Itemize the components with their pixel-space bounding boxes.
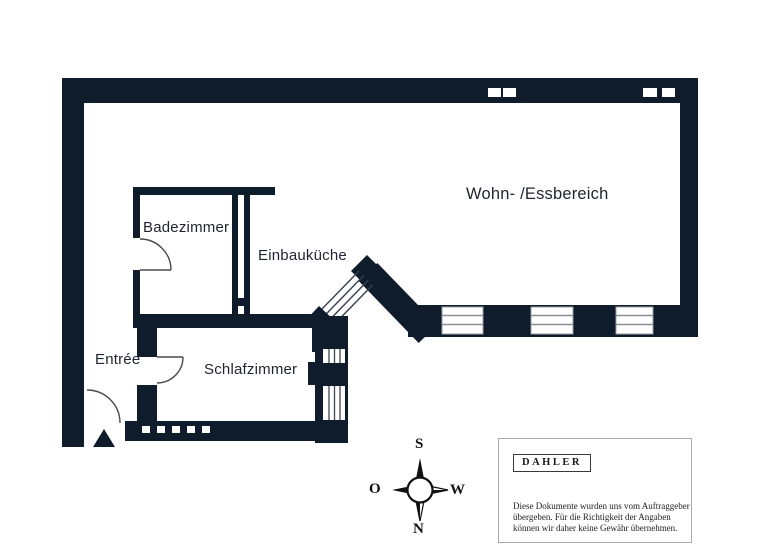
bedroom-east-wall xyxy=(308,337,348,443)
compass-label-left: O xyxy=(369,481,381,497)
mid-wall xyxy=(133,314,317,328)
bedroom-west-wall xyxy=(137,328,157,421)
bathroom-west-wall-upper xyxy=(133,195,140,238)
living-south-wall xyxy=(408,305,698,337)
compass-rose-icon xyxy=(392,458,449,522)
entrance-door-swing xyxy=(86,389,121,424)
diagonal-wall-cap xyxy=(351,255,381,285)
compass-label-top: S xyxy=(415,436,424,452)
divider-line-right xyxy=(244,195,250,315)
bedroom-west-wall-lower xyxy=(137,385,157,421)
bedroom-window-2 xyxy=(323,386,345,420)
north-wall xyxy=(62,78,698,103)
wall-niche xyxy=(643,88,657,97)
divider-crossbar xyxy=(232,298,250,306)
bedroom-west-wall-upper xyxy=(137,328,157,357)
doors xyxy=(86,238,184,424)
outer-walls xyxy=(62,78,698,447)
room-label-wohn-essbereich: Wohn- /Essbereich xyxy=(466,185,609,203)
divider-line-left xyxy=(232,195,238,315)
compass-label-bottom: N xyxy=(413,521,424,537)
disclaimer-line: Diese Dokumente wurden uns vom Auftragge… xyxy=(513,501,690,511)
legend-box: DAHLER Diese Dokumente wurden uns vom Au… xyxy=(498,438,692,543)
bathroom-walls xyxy=(133,187,275,316)
dash-mark xyxy=(202,426,210,433)
kitchen-divider xyxy=(232,195,250,315)
room-label-entree: Entrée xyxy=(95,351,141,368)
north-wall-niches xyxy=(488,88,675,97)
bathroom-north-wall xyxy=(133,187,275,195)
window-1 xyxy=(441,306,484,335)
room-label-schlafzimmer: Schlafzimmer xyxy=(204,361,298,378)
west-wall xyxy=(62,78,84,447)
window-2 xyxy=(530,306,574,335)
diagonal-wall xyxy=(351,255,438,344)
south-wall xyxy=(125,421,318,441)
dash-mark xyxy=(187,426,195,433)
dash-mark xyxy=(142,426,150,433)
glazing-line xyxy=(328,279,369,321)
window-3 xyxy=(615,306,654,335)
diagonal-wall-band xyxy=(358,262,438,344)
glazing-line xyxy=(324,275,365,317)
disclaimer-line: übergeben. Für die Richtigkeit der Angab… xyxy=(513,511,671,522)
window-glass xyxy=(615,306,654,335)
glazing-line xyxy=(319,270,360,312)
south-wall-band xyxy=(125,421,318,441)
room-label-einbaukueche: Einbauküche xyxy=(258,247,347,264)
window-glass xyxy=(530,306,574,335)
room-label-badezimmer: Badezimmer xyxy=(143,219,230,236)
bathroom-west-wall-lower xyxy=(133,270,140,316)
disclaimer-text: Diese Dokumente wurden uns vom Auftragge… xyxy=(513,501,690,533)
east-wall xyxy=(680,78,698,337)
disclaimer-line: können wir daher keine Gewähr übernehmen… xyxy=(513,522,678,533)
wall-niche xyxy=(662,88,675,97)
bedroom-door-swing xyxy=(156,356,184,384)
bedroom-east-pier xyxy=(308,362,316,385)
dash-mark xyxy=(157,426,165,433)
bathroom-door-swing xyxy=(139,238,172,271)
entrance-arrow-icon xyxy=(93,429,115,447)
compass-circle xyxy=(406,476,434,504)
window-glass xyxy=(441,306,484,335)
brand-logo: DAHLER xyxy=(513,454,591,472)
dash-mark xyxy=(172,426,180,433)
wall-niche xyxy=(488,88,501,97)
compass-label-right: W xyxy=(450,482,465,498)
bedroom-window-1 xyxy=(323,349,345,363)
wall-niche xyxy=(503,88,516,97)
